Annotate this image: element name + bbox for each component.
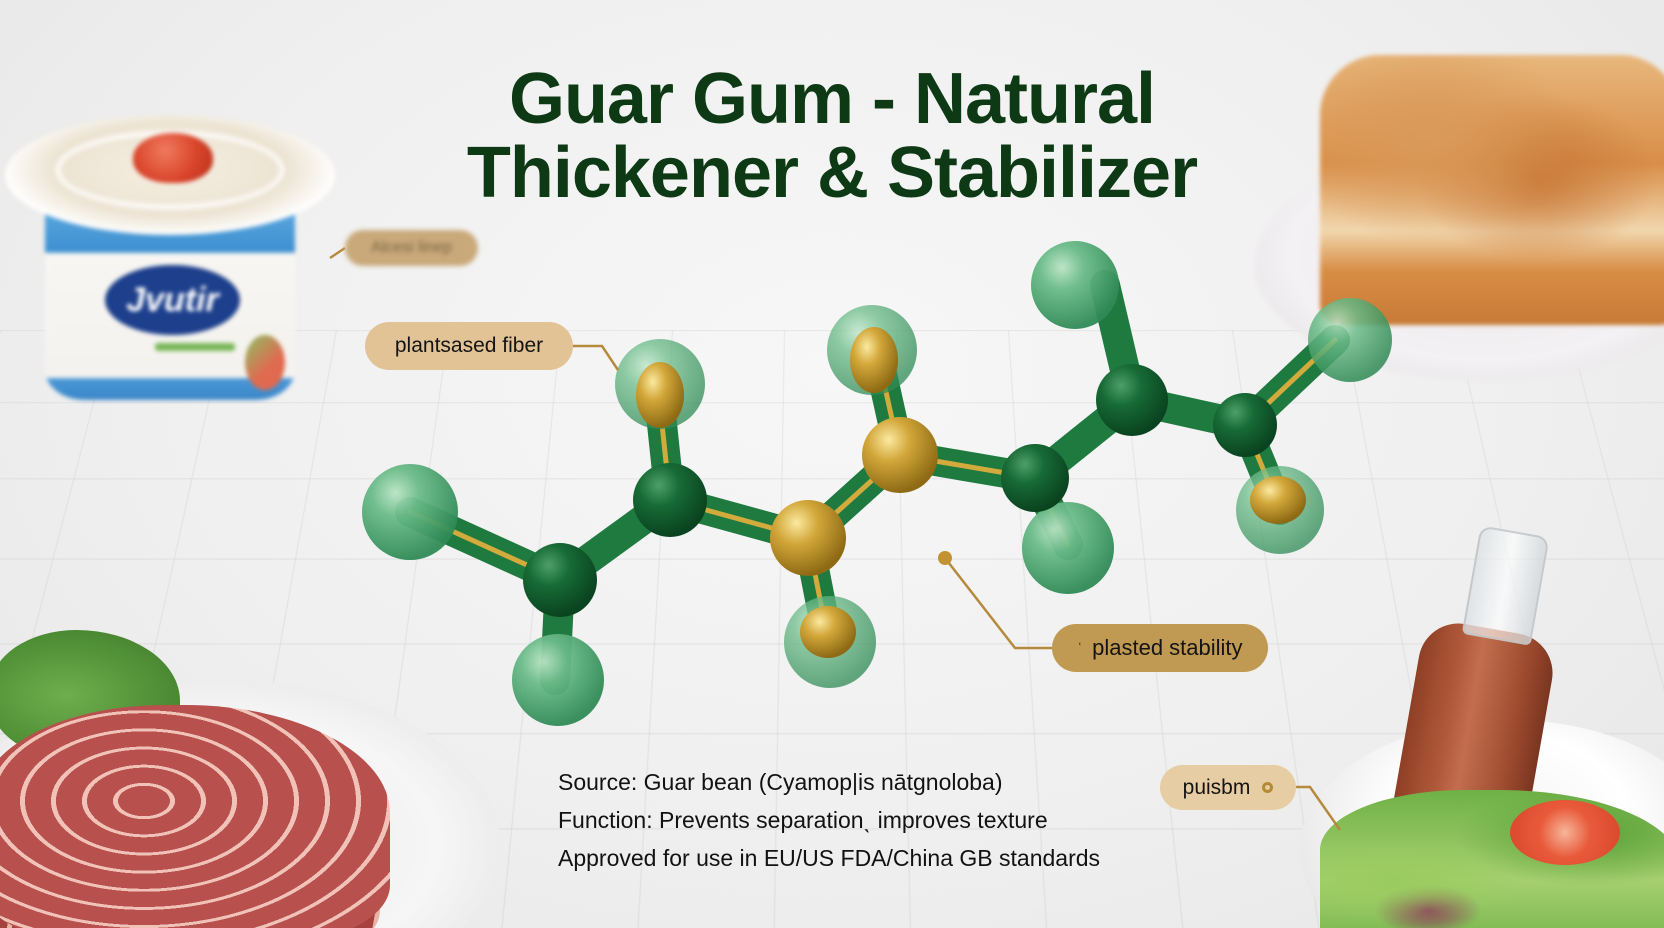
stability-mark-icon: ʿ <box>1077 640 1083 656</box>
salad-greens <box>1320 790 1664 928</box>
puisbm-text: puisbm <box>1182 775 1251 799</box>
stability-label: ʿ plasted stability <box>1052 624 1268 672</box>
yogurt-brand-logo: Jvutir <box>105 265 240 335</box>
title-line-2: Thickener & Stabilizer <box>466 133 1198 213</box>
yogurt-cup-image: Jvutir <box>5 115 335 405</box>
blurred-label-text: Alcesi linep <box>371 239 452 256</box>
tomato-slice <box>1510 800 1620 865</box>
puisbm-label: puisbm <box>1160 765 1296 810</box>
cherry-topping <box>133 133 213 183</box>
info-block: Source: Guar bean (Cyamop|is nātgnoloba)… <box>558 763 1100 877</box>
plant-based-meat-image <box>0 705 390 928</box>
stability-text: plasted stability <box>1092 635 1243 660</box>
approval-line: Approved for use in EU/US FDA/China GB s… <box>558 845 1101 871</box>
source-line: Source: Guar bean (Cyamop|is nātgnoloba) <box>558 769 1003 795</box>
plant-based-fiber-text: plantsased fiber <box>394 334 544 357</box>
yogurt-fruit-graphic <box>245 335 285 390</box>
blurred-label: Alcesi linep <box>345 230 478 266</box>
function-line: Function: Prevents separationˎ improves … <box>558 807 1048 833</box>
yogurt-label-stripe <box>155 343 235 351</box>
bottle-neck <box>1461 525 1550 646</box>
title-line-1: Guar Gum - Natural <box>508 59 1156 139</box>
plant-based-fiber-label: plantsased fiber <box>365 322 573 370</box>
page-title: Guar Gum - Natural Thickener & Stabilize… <box>0 62 1664 210</box>
bread-loaf-image <box>1320 55 1664 325</box>
connector-dot-icon <box>1262 782 1274 793</box>
